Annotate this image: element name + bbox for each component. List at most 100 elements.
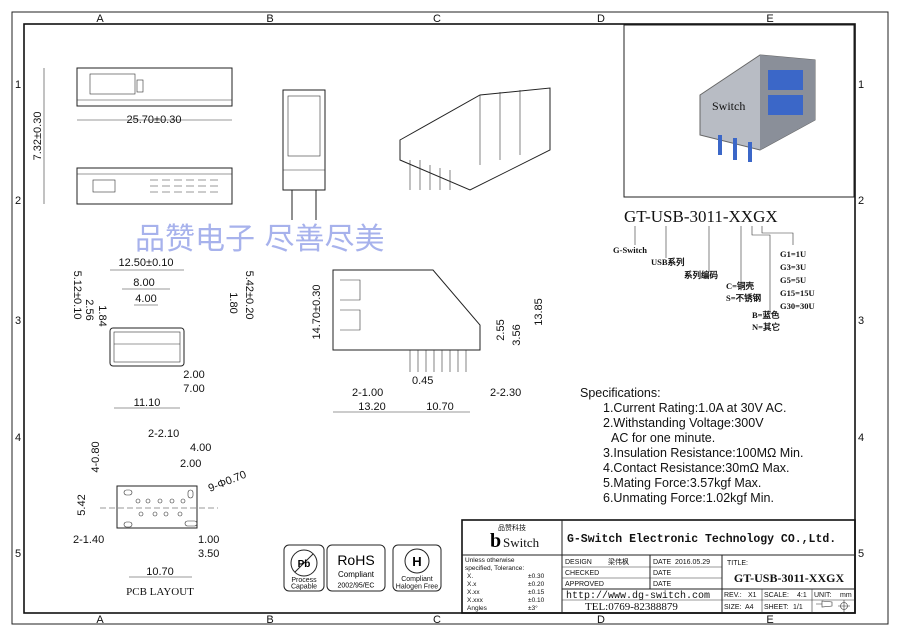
- col-label: A: [96, 13, 104, 25]
- pcb-layout-title: PCB LAYOUT: [126, 586, 194, 598]
- rohs-badge: RoHS Compliant 2002/95/EC: [326, 544, 386, 592]
- front-view: 12.50±0.10 8.00 4.00 5.12±0.10 2.56 1.84…: [71, 257, 255, 409]
- col-label: D: [597, 614, 605, 626]
- part-number-code: GT-USB-3011-XXGX: [624, 207, 778, 226]
- tolerance-heading: specified, Tolerance:: [465, 565, 524, 572]
- halogen-line2: Halogen Free: [396, 584, 439, 591]
- pb-line1: Process: [291, 577, 317, 584]
- plating-item: G1=1U: [780, 249, 806, 259]
- dim-len2: 10.70: [426, 401, 454, 413]
- company-name: G-Switch Electronic Technology CO.,Ltd.: [567, 533, 836, 546]
- col-label: B: [266, 614, 273, 626]
- design-date: 2016.05.29: [675, 559, 710, 566]
- row-label: 4: [858, 432, 864, 444]
- dim-h3: 1.84: [96, 305, 108, 326]
- col-label: C: [433, 13, 441, 25]
- halogen-line1: Compliant: [401, 576, 433, 583]
- rev-label: REV.:: [724, 592, 742, 599]
- unit-label: UNIT:: [814, 592, 832, 599]
- dim-d2: 4.00: [190, 442, 211, 454]
- col-label: C: [433, 614, 441, 626]
- pb-line2: Capable: [291, 584, 317, 591]
- row-label: 3: [858, 315, 864, 327]
- dim-h1: 5.12±0.10: [71, 271, 83, 320]
- tolerance-heading: Unless otherwise: [465, 557, 515, 564]
- dim-d8: 1.00: [198, 534, 219, 546]
- tolerance-key: X.x: [467, 581, 477, 588]
- spec-item: 4.Contact Resistance:30mΩ Max.: [603, 461, 790, 475]
- col-label: E: [766, 614, 773, 626]
- website-link[interactable]: http://www.dg-switch.com: [566, 590, 710, 602]
- size-label: SIZE:: [724, 604, 742, 611]
- dim-d9: 3.50: [198, 548, 219, 560]
- frame-row-labels: 1 2 3 4 5 1 2 3 4 5: [15, 79, 864, 560]
- dim-d1: 2-2.10: [148, 428, 179, 440]
- legend-item: N=其它: [752, 322, 780, 332]
- tolerance-value: ±0.10: [528, 597, 545, 604]
- part-number-legend: GT-USB-3011-XXGX G-Switch USB系列 系列编码 C=铜…: [613, 207, 815, 332]
- isometric-view: [399, 87, 551, 191]
- dim-b1: 2.00: [183, 369, 204, 381]
- legend-item: USB系列: [651, 257, 685, 267]
- frame-column-labels: A B C D E A B C D E: [96, 13, 773, 626]
- spec-item: 1.Current Rating:1.0A at 30V AC.: [603, 401, 786, 415]
- tolerance-value: ±0.20: [528, 581, 545, 588]
- row-label: 5: [15, 548, 21, 560]
- rohs-line1: Compliant: [338, 570, 375, 579]
- plating-item: G5=5U: [780, 275, 806, 285]
- col-label: E: [766, 13, 773, 25]
- dim-d5: 4-0.80: [90, 441, 102, 472]
- plating-item: G15=15U: [780, 288, 815, 298]
- dim-d10: 10.70: [146, 566, 174, 578]
- rohs-line2: 2002/95/EC: [338, 583, 375, 590]
- designer-name: 梁伟枫: [608, 557, 629, 566]
- title-label: TITLE:: [727, 560, 748, 567]
- dim-h2: 13.85: [533, 298, 545, 326]
- dim-width: 12.50±0.10: [119, 257, 174, 269]
- spec-heading: Specifications:: [580, 386, 661, 400]
- logo-text: Switch: [503, 535, 540, 550]
- legend-item: G-Switch: [613, 245, 647, 255]
- dim-h4: 3.56: [511, 324, 523, 345]
- sheet-value: 1/1: [793, 604, 803, 611]
- row-label: 3: [15, 315, 21, 327]
- tolerance-key: X.xx: [467, 589, 480, 596]
- dim-h3: 2.55: [495, 319, 507, 340]
- tolerance-value: ±0.15: [528, 589, 545, 596]
- col-label: A: [96, 614, 104, 626]
- dim-4: 4.00: [135, 293, 156, 305]
- tolerance-key: X.xxx: [467, 597, 484, 604]
- dim-d7: 2-1.40: [73, 534, 104, 546]
- telephone: TEL:0769-82388879: [585, 601, 678, 613]
- dim-8: 8.00: [133, 277, 154, 289]
- dim-pin: 0.45: [412, 375, 433, 387]
- size-value: A4: [745, 604, 754, 611]
- col-label: B: [266, 13, 273, 25]
- design-label: DESIGN: [565, 559, 592, 566]
- rohs-title: RoHS: [337, 552, 374, 568]
- date-label: DATE: [653, 559, 671, 566]
- tolerance-key: X.: [467, 573, 473, 580]
- row-label: 2: [858, 195, 864, 207]
- dim-b2: 7.00: [183, 383, 204, 395]
- dim-h2: 2.56: [83, 299, 95, 320]
- pb-symbol: Pb: [298, 559, 311, 570]
- dim-pin-width: 2-1.00: [352, 387, 383, 399]
- pb-badge: Pb Process Capable: [283, 544, 325, 592]
- scale-label: SCALE:: [764, 592, 789, 599]
- legend-item: 系列编码: [684, 270, 719, 280]
- dim-len1: 13.20: [358, 401, 386, 413]
- dim-height: 7.32±0.30: [32, 112, 44, 161]
- outer-frame: [11, 11, 889, 625]
- watermark: 品赞电子 尽善尽美: [135, 222, 385, 257]
- dim-r1: 5.42±0.20: [243, 271, 255, 320]
- checked-date-label: DATE: [653, 570, 671, 577]
- dim-height: 14.70±0.30: [311, 285, 323, 340]
- end-view: [282, 89, 326, 220]
- top-view: 25.70±0.30 7.32±0.30: [32, 67, 233, 205]
- specifications: Specifications: 1.Current Rating:1.0A at…: [580, 386, 803, 505]
- unit-value: mm: [840, 592, 852, 599]
- halogen-symbol: H: [412, 554, 421, 569]
- photo-logo-text: Switch: [712, 99, 745, 113]
